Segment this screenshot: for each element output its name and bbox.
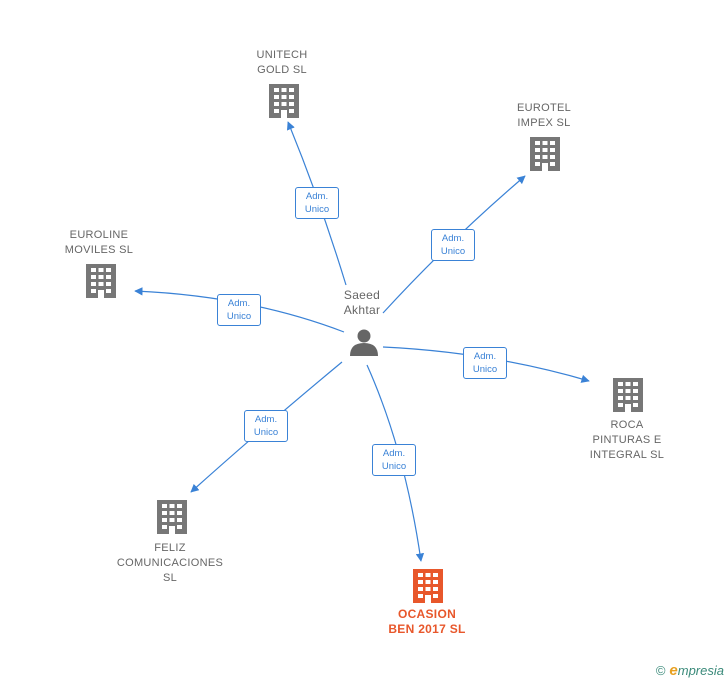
company-label-feliz[interactable]: FELIZ COMUNICACIONES SL xyxy=(116,542,224,584)
relation-badge-unitech: Adm.Unico xyxy=(295,187,339,219)
company-label-eurotel[interactable]: EUROTEL IMPEX SL xyxy=(516,102,572,129)
person-name-label[interactable]: Saeed Akhtar xyxy=(343,288,381,317)
relation-badge-euroline: Adm.Unico xyxy=(217,294,261,326)
brand-name: mpresia xyxy=(677,663,724,678)
building-icon-ocasion[interactable] xyxy=(413,569,443,603)
relation-badge-roca: Adm.Unico xyxy=(463,347,507,379)
building-icon-unitech[interactable] xyxy=(269,84,299,118)
company-label-roca[interactable]: ROCA PINTURAS E INTEGRAL SL xyxy=(589,419,665,461)
building-icon-euroline[interactable] xyxy=(86,264,116,298)
copyright-icon: © xyxy=(655,663,666,678)
company-label-euroline[interactable]: EUROLINE MOVILES SL xyxy=(64,229,134,256)
building-icon-roca[interactable] xyxy=(613,378,643,412)
company-label-unitech[interactable]: UNITECH GOLD SL xyxy=(256,49,308,76)
person-icon[interactable] xyxy=(350,329,378,357)
building-icon-eurotel[interactable] xyxy=(530,137,560,171)
relation-badge-feliz: Adm.Unico xyxy=(244,410,288,442)
brand-logo-letter: e xyxy=(669,662,678,679)
relation-badge-eurotel: Adm.Unico xyxy=(431,229,475,261)
building-icon-feliz[interactable] xyxy=(157,500,187,534)
company-label-ocasion[interactable]: OCASION BEN 2017 SL xyxy=(388,607,466,636)
footer-brand: ©empresia xyxy=(656,662,724,679)
relation-badge-ocasion: Adm.Unico xyxy=(372,444,416,476)
